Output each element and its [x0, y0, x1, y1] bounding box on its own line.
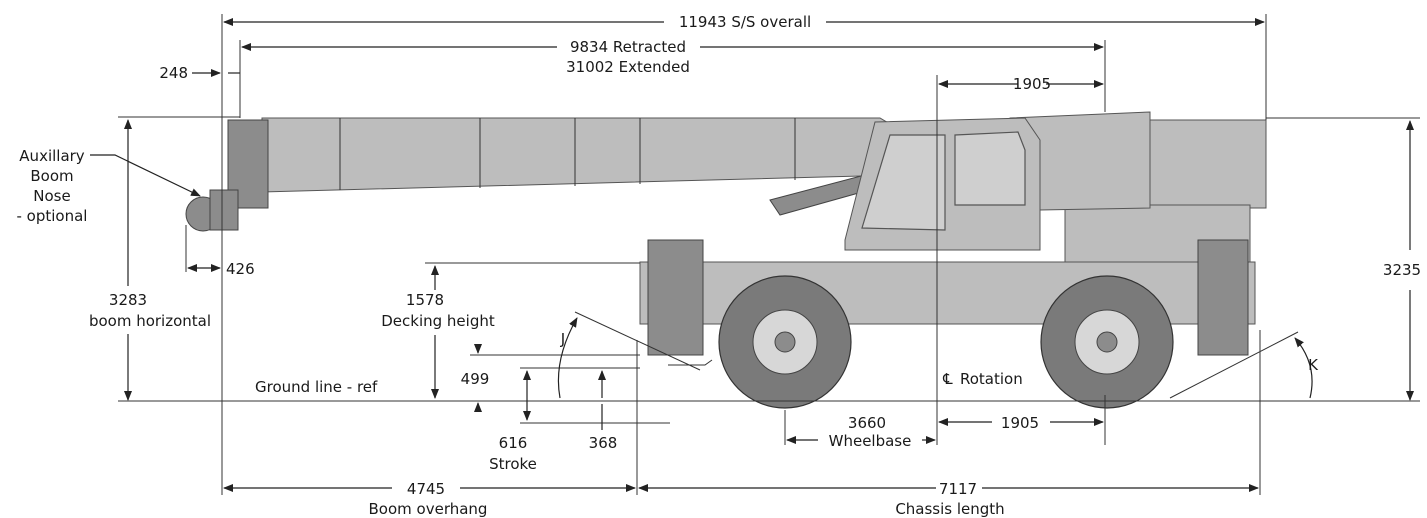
- boom-height-value: 3283: [109, 291, 147, 309]
- ground-line-label: Ground line - ref: [255, 378, 378, 396]
- retracted-dimension: 9834 Retracted: [570, 38, 686, 56]
- chassis-label: Chassis length: [895, 500, 1004, 518]
- outrigger-499: 499: [461, 370, 490, 388]
- aux-nose-width: 426: [226, 260, 255, 278]
- overhang-value: 4745: [407, 480, 445, 498]
- overall-dimension: 11943 S/S overall: [679, 13, 811, 31]
- pad-368: 368: [589, 434, 618, 452]
- rotation-label: Rotation: [960, 370, 1023, 388]
- wheelbase-label: Wheelbase: [829, 432, 912, 450]
- stroke-value: 616: [499, 434, 528, 452]
- bottom-rotation-offset: 1905: [1001, 414, 1039, 432]
- aux-label-line1: Auxillary: [19, 147, 85, 165]
- top-rotation-offset: 1905: [1013, 75, 1051, 93]
- centerline-symbol: ℄: [942, 370, 953, 388]
- aux-label-line4: - optional: [17, 207, 88, 225]
- decking-label: Decking height: [381, 312, 495, 330]
- overhang-label: Boom overhang: [369, 500, 488, 518]
- stroke-label: Stroke: [489, 455, 537, 473]
- boom-height-label: boom horizontal: [89, 312, 211, 330]
- front-outrigger: [647, 239, 704, 356]
- extended-dimension: 31002 Extended: [566, 58, 690, 76]
- dimension-labels: 11943 S/S overall 9834 Retracted 31002 E…: [17, 13, 1422, 518]
- counterweight: [1147, 119, 1267, 209]
- crane-drawing: [185, 111, 1267, 409]
- chassis-value: 7117: [939, 480, 977, 498]
- aux-label-line2: Boom: [30, 167, 73, 185]
- boom: [261, 117, 901, 193]
- outrigger-pad: [668, 359, 713, 366]
- rear-outrigger: [1197, 239, 1249, 356]
- aux-offset-dimension: 248: [159, 64, 188, 82]
- outrigger-j-label: J: [560, 330, 565, 348]
- wheelbase-value: 3660: [848, 414, 886, 432]
- cab-window-front: [861, 134, 946, 231]
- cab-window-side: [954, 131, 1026, 206]
- aux-label-line3: Nose: [33, 187, 70, 205]
- cab-height: 3235: [1383, 261, 1421, 279]
- outrigger-k-label: K: [1308, 356, 1319, 374]
- decking-value: 1578: [406, 291, 444, 309]
- dimension-lines: [90, 14, 1420, 495]
